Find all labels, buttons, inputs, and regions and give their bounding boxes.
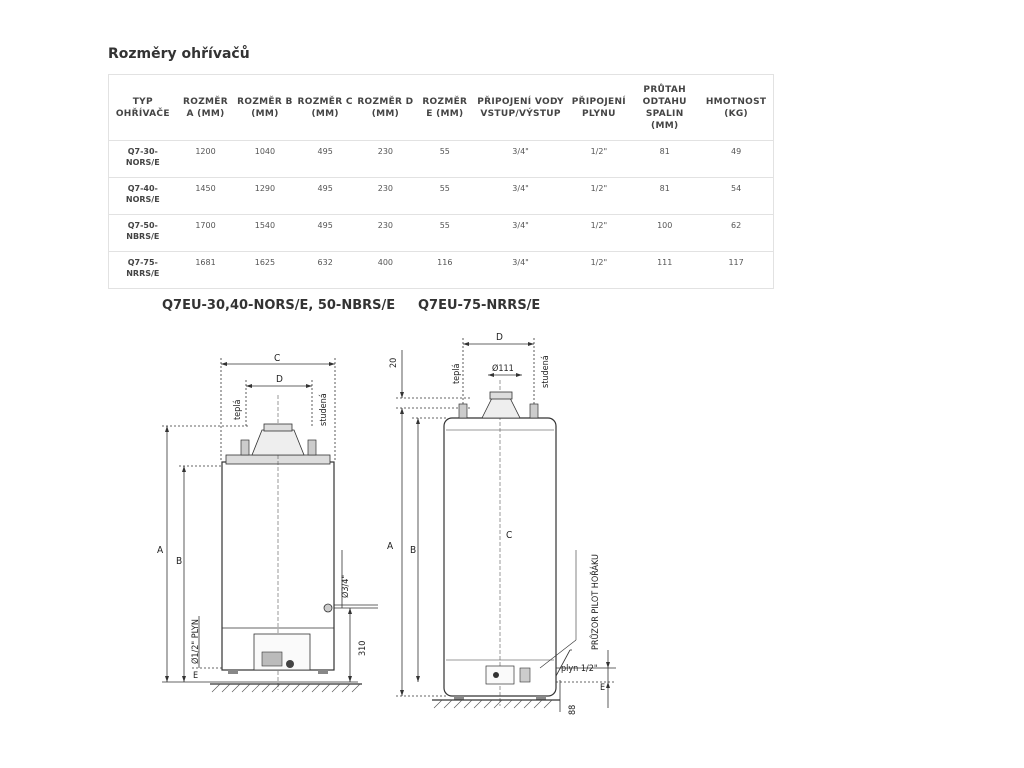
left-gas-label: Ø1/2" PLYN (190, 619, 201, 664)
col-header-b: ROZMĚR B (MM) (234, 74, 296, 141)
dimensions-table: TYP OHŘÍVAČE ROZMĚR A (MM) ROZMĚR B (MM)… (108, 74, 774, 289)
table-cell: 1681 (176, 251, 235, 289)
right-hot-label: teplá (452, 363, 462, 384)
table-cell: 111 (630, 251, 700, 289)
col-header-weight: HMOTNOST (KG) (699, 74, 774, 141)
table-cell: 55 (415, 214, 474, 252)
table-cell: 230 (354, 140, 416, 178)
table-cell: 3/4" (473, 140, 568, 178)
right-dim-a-label: A (387, 541, 394, 552)
right-pilot-label: PRŮZOR PILOT HOŘÁKU (589, 554, 601, 650)
diagram-title-left: Q7EU-30,40-NORS/E, 50-NBRS/E (162, 298, 396, 313)
diagram-title-right: Q7EU-75-NRRS/E (418, 298, 541, 313)
left-cold-label: studená (319, 393, 329, 426)
left-dim-d-label: D (276, 374, 283, 385)
col-header-e: ROZMĚR E (MM) (415, 74, 474, 141)
table-cell: 1/2" (567, 251, 631, 289)
heater-diagram-left: C D A B E teplá studená Ø1/2" PLYN Ø3/4"… (157, 353, 378, 693)
table-cell: 81 (630, 177, 700, 215)
left-height-310-label: 310 (358, 641, 368, 656)
table-cell: 81 (630, 140, 700, 178)
right-dim-b-label: B (410, 545, 416, 556)
table-cell: 3/4" (473, 177, 568, 215)
table-cell: 495 (295, 177, 355, 215)
col-header-a: ROZMĚR A (MM) (176, 74, 235, 141)
heater-diagram-right: D Ø111 20 teplá studená A B C PRŮZOR PIL… (387, 332, 616, 715)
table-cell: 1/2" (567, 140, 631, 178)
table-cell: 49 (699, 140, 774, 178)
col-header-flue: PRŮTAH ODTAHU SPALIN (MM) (630, 74, 700, 141)
table-cell: 55 (415, 140, 474, 178)
table-cell: 1200 (176, 140, 235, 178)
right-gas-label: plyn 1/2" (561, 664, 598, 674)
table-cell: 1040 (234, 140, 296, 178)
table-cell: 1540 (234, 214, 296, 252)
left-floor-hatch (211, 683, 361, 693)
table-cell: 3/4" (473, 214, 568, 252)
table-header-row: TYP OHŘÍVAČE ROZMĚR A (MM) ROZMĚR B (MM)… (108, 74, 774, 141)
right-heater-body (432, 380, 577, 706)
col-header-c: ROZMĚR C (MM) (295, 74, 355, 141)
col-header-d: ROZMĚR D (MM) (354, 74, 416, 141)
table-cell: 1/2" (567, 177, 631, 215)
table-cell-type: Q7-75-NRRS/E (108, 251, 177, 289)
page-title: Rozměry ohřívačů (108, 46, 250, 62)
right-dim-e-label: E (600, 683, 605, 693)
left-dim-c-label: C (274, 353, 280, 364)
table-cell: 1700 (176, 214, 235, 252)
table-cell-type: Q7-50-NBRS/E (108, 214, 177, 252)
col-header-gas: PŘIPOJENÍ PLYNU (567, 74, 631, 141)
table-cell: 100 (630, 214, 700, 252)
table-cell-type: Q7-40-NORS/E (108, 177, 177, 215)
table-cell: 1/2" (567, 214, 631, 252)
left-water-conn-label: Ø3/4" (340, 575, 351, 598)
left-dim-a-label: A (157, 545, 164, 556)
table-cell: 1450 (176, 177, 235, 215)
left-dim-b-label: B (176, 556, 182, 567)
left-arrowheads (165, 362, 352, 682)
table-cell: 400 (354, 251, 416, 289)
table-cell: 55 (415, 177, 474, 215)
right-floor-hatch (433, 699, 553, 709)
table-cell-type: Q7-30-NORS/E (108, 140, 177, 178)
table-cell: 1625 (234, 251, 296, 289)
left-hot-label: teplá (233, 399, 243, 420)
table-cell: 1290 (234, 177, 296, 215)
table-cell: 3/4" (473, 251, 568, 289)
table-cell: 54 (699, 177, 774, 215)
right-dim-88-label: 88 (568, 705, 578, 715)
table-cell: 230 (354, 177, 416, 215)
table-cell: 116 (415, 251, 474, 289)
right-dim-c-label: C (506, 530, 512, 541)
col-header-type: TYP OHŘÍVAČE (108, 74, 177, 141)
right-cold-label: studená (541, 355, 551, 388)
right-dim-d-label: D (496, 332, 503, 343)
table-cell: 495 (295, 214, 355, 252)
table-cell: 117 (699, 251, 774, 289)
table-cell: 230 (354, 214, 416, 252)
table-cell: 62 (699, 214, 774, 252)
right-dim-20-label: 20 (389, 358, 399, 368)
col-header-water: PŘIPOJENÍ VODY VSTUP/VÝSTUP (473, 74, 568, 141)
left-heater-body (210, 395, 362, 690)
table-cell: 495 (295, 140, 355, 178)
right-flue-label: Ø111 (492, 363, 514, 374)
table-cell: 632 (295, 251, 355, 289)
left-dim-e-label: E (193, 671, 198, 681)
